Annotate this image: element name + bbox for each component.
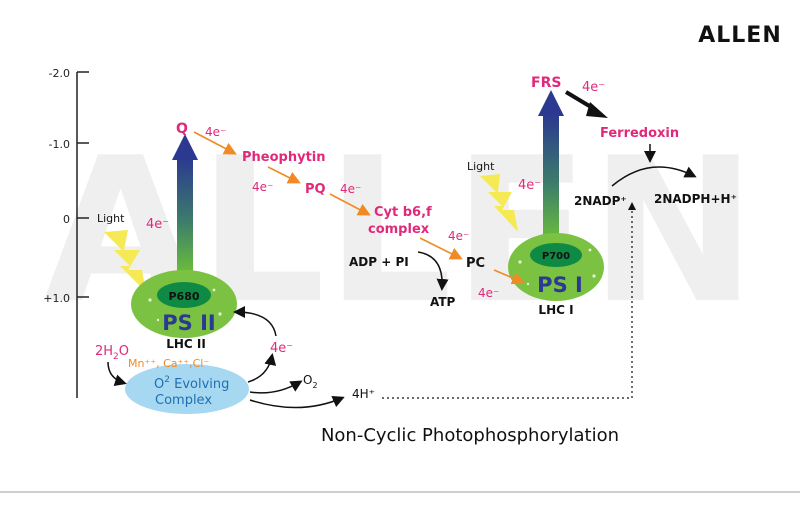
proton-dotted-path	[382, 206, 633, 399]
lhc2-label: LHC II	[166, 337, 206, 351]
axis-tick-label: -2.0	[49, 67, 70, 80]
water-coefficient: 2H	[95, 344, 113, 359]
electron-return-arrow	[247, 353, 277, 383]
pq-label: PQ	[305, 182, 326, 197]
cyt-complex-label: complex	[368, 222, 430, 237]
oxygen-evolving-complex	[125, 364, 249, 414]
atp-synthesis-arrow	[417, 251, 449, 291]
frs-label: FRS	[531, 75, 561, 91]
ps1-name: PS I	[537, 273, 583, 297]
water-label: 2H2O	[95, 344, 129, 362]
proton-release-arrow	[249, 396, 345, 409]
oec-o-superscript: 2	[164, 375, 170, 385]
ferredoxin-label: Ferredoxin	[600, 126, 679, 141]
q-label: Q	[176, 121, 188, 137]
chain-electron-label: 4e⁻	[340, 182, 361, 196]
oxygen-label: O2	[303, 373, 318, 390]
frs-arrow	[564, 90, 608, 118]
oec-label-line2: Complex	[155, 393, 212, 408]
electron-transport-chain: Q 4e⁻ Pheophytin 4e⁻ PQ 4e⁻ Cyt b6,f com…	[176, 121, 525, 300]
oec-label-line1: O2 Evolving	[154, 375, 229, 392]
nadp-reduction-arrow	[611, 166, 697, 187]
chain-electron-label: 4e⁻	[205, 125, 226, 139]
oec-o-symbol: O	[154, 377, 164, 392]
axis-tick-label: +1.0	[43, 292, 70, 305]
chain-electron-label: 4e⁻	[478, 286, 499, 300]
axis-tick-label: 0	[63, 213, 70, 226]
atp-label: ATP	[430, 295, 456, 309]
oxygen-symbol: O	[303, 373, 312, 387]
proton-path-arrowhead	[628, 202, 636, 210]
ps2-light-bolt-icon	[104, 230, 146, 292]
ps2-light-label: Light	[97, 212, 125, 225]
ps1-electron-label: 4e⁻	[518, 178, 541, 193]
chain-electron-label: 4e⁻	[448, 229, 469, 243]
ps2-electron-label: 4e⁻	[146, 217, 169, 232]
allen-logo: ALLEN	[698, 23, 782, 48]
oxygen-release-arrow	[249, 380, 303, 394]
ps1-photosystem: P700 PS I	[508, 233, 604, 301]
redox-axis: -2.0 -1.0 0 +1.0	[43, 67, 89, 398]
ps1-light-label: Light	[467, 160, 495, 173]
oec-electron-label: 4e⁻	[270, 341, 293, 356]
oxygen-subscript: 2	[312, 381, 317, 390]
chain-electron-label: 4e⁻	[252, 180, 273, 194]
diagram-caption: Non-Cyclic Photophosphorylation	[321, 425, 619, 446]
p680-label: P680	[168, 290, 199, 303]
cyt-b6f-label: Cyt b6,f	[374, 205, 432, 220]
nadph-label: 2NADPH+H⁺	[654, 192, 737, 206]
ps1-light-bolt-icon	[480, 174, 518, 232]
pc-label: PC	[466, 256, 485, 271]
pheophytin-label: Pheophytin	[242, 150, 326, 165]
axis-tick-label: -1.0	[49, 138, 70, 151]
adp-label: ADP + PI	[349, 255, 409, 269]
frs-electron-label: 4e⁻	[582, 80, 605, 95]
p700-label: P700	[542, 251, 570, 262]
ps2-excitation-arrow	[172, 134, 198, 274]
water-in-arrow	[107, 361, 127, 387]
cofactor-ions-label: Mn⁺⁺, Ca⁺⁺,Cl⁻	[128, 357, 209, 370]
ps2-name: PS II	[162, 311, 215, 335]
protons-label: 4H⁺	[352, 387, 375, 401]
oec-evolving-word: Evolving	[170, 377, 229, 392]
lhc1-label: LHC I	[538, 303, 573, 317]
ps2-photosystem: P680 PS II	[131, 270, 237, 338]
bottom-divider	[0, 491, 800, 493]
electron-to-ps2-arrow	[233, 306, 277, 337]
water-subscript: 2	[113, 352, 119, 362]
nadp-label: 2NADP⁺	[574, 194, 627, 208]
water-oxygen: O	[119, 344, 129, 359]
ps1-excitation-arrow	[538, 90, 564, 242]
